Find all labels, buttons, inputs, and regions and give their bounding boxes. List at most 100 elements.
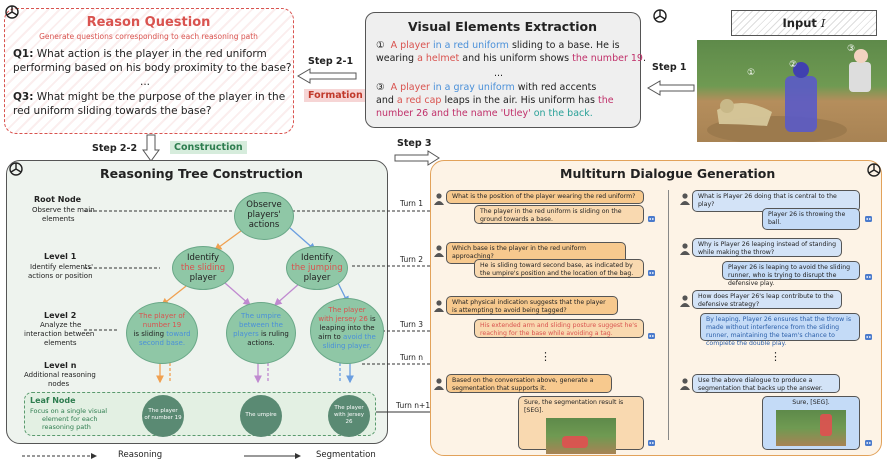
- leaf-node-box: [24, 392, 376, 436]
- n2-a: Identify: [300, 253, 334, 263]
- n1-c: player: [189, 273, 217, 283]
- step21-arrow-icon: [297, 68, 357, 84]
- e3-c1: number 26 and the name 'Utley': [376, 108, 531, 119]
- input-label: Input I: [732, 16, 876, 30]
- right-seg-thumb: [776, 410, 846, 446]
- turn-n-label: Turn n: [400, 353, 424, 362]
- n5-d-line: airn to avoid the: [311, 333, 383, 342]
- input-label-box: Input I: [731, 10, 877, 36]
- e1-b5: .: [642, 53, 646, 64]
- tree-title: Reasoning Tree Construction: [100, 166, 303, 181]
- e3-a3: with red accents: [514, 82, 597, 93]
- level1-node-jumping: Identify the jumping player: [286, 246, 348, 290]
- q-dots: ...: [140, 76, 151, 88]
- user-icon: [434, 245, 444, 257]
- visual-e1-line-b: wearing a helmet and his uniform shows t…: [376, 53, 646, 64]
- q1-label: Q1:: [13, 48, 34, 60]
- left-seg-thumb: [546, 418, 616, 454]
- n3-c2: toward: [164, 330, 191, 338]
- turn-3-label: Turn 3: [400, 320, 424, 329]
- leaf1-a: The player: [148, 408, 178, 414]
- n5-b2: is: [367, 315, 376, 323]
- input-marker-3: ③: [847, 44, 856, 54]
- e1-b2: a helmet: [417, 53, 460, 64]
- leaf-desc-b: element for each: [42, 415, 98, 423]
- visual-e3-line-c: number 26 and the name 'Utley' on the ba…: [376, 108, 593, 119]
- turn-n1-label: Turn n+1: [396, 401, 431, 410]
- n5-b: with jersey 26: [318, 315, 368, 323]
- right-q2-bubble: Why is Player 26 leaping instead of stan…: [692, 238, 842, 257]
- level2-node-umpire: The umpire between the players is ruling…: [226, 302, 296, 364]
- right-a4-text: Sure, [SEG].: [792, 399, 830, 406]
- visual-e3-line-a: ③ A player in a gray uniform with red ac…: [376, 82, 596, 93]
- leaf-node-player19: The player of number 19: [142, 395, 184, 437]
- right-a2-bubble: Player 26 is leaping to avoid the slidin…: [722, 261, 860, 287]
- right-a4-bubble: Sure, [SEG].: [762, 396, 860, 450]
- user-icon: [434, 300, 444, 312]
- visual-elements-box: Visual Elements Extraction ① A player in…: [365, 12, 646, 128]
- legend-reasoning: Reasoning: [118, 450, 163, 460]
- visual-e3-line-b: and a red cap leaps in the air. His unif…: [376, 95, 614, 106]
- bot-icon: [648, 440, 655, 446]
- e3-a2: in a gray uniform: [429, 82, 515, 93]
- right-dots: ⋮: [770, 350, 781, 363]
- openai-logo-icon: [652, 8, 668, 24]
- visual-dots: ...: [494, 68, 504, 79]
- left-q4-bubble: Based on the conversation above, generat…: [446, 374, 612, 393]
- n4-a: The umpire: [241, 312, 281, 320]
- n2-c: player: [303, 273, 331, 283]
- n3-c: is sliding: [133, 330, 165, 338]
- leaf3-a: The player: [334, 405, 364, 411]
- e3-b2: a red cap: [396, 95, 442, 106]
- bot-icon: [865, 440, 872, 446]
- root-desc-b: elements: [42, 215, 75, 223]
- level2-node-player26: The player with jersey 26 is leaping int…: [310, 298, 384, 364]
- bot-icon: [865, 216, 872, 222]
- formation-tag: Formation: [304, 89, 367, 102]
- construction-tag: Construction: [170, 141, 247, 154]
- step3-label: Step 3: [397, 138, 432, 149]
- left-q3-bubble: What physical indication suggests that t…: [446, 296, 618, 315]
- q3-label: Q3:: [13, 91, 34, 103]
- input-label-text: Input: [782, 16, 817, 30]
- right-q3-bubble: How does Player 26's leap contribute to …: [692, 290, 842, 309]
- left-seg-mask: [562, 436, 588, 448]
- q3-text-b: red uniform sliding towards the base?: [13, 105, 212, 117]
- right-q4-bubble: Use the above dialogue to produce a segm…: [692, 374, 840, 393]
- n3-c-line: is sliding toward: [127, 330, 197, 339]
- q1-text-b: performing based on his body proximity t…: [13, 62, 292, 74]
- turn-1-label: Turn 1: [400, 199, 424, 208]
- n1-b: the sliding: [180, 263, 226, 273]
- n3-b: number 19: [142, 321, 182, 329]
- l2-desc-c: elements: [44, 339, 77, 347]
- e3-b3: leaps in the air. His uniform has: [441, 95, 598, 106]
- n4-c: players: [233, 330, 259, 338]
- leaf3-c: 26: [345, 419, 353, 425]
- left-a3-bubble: His extended arm and sliding posture sug…: [474, 319, 644, 338]
- dialogue-title: Multiturn Dialogue Generation: [560, 166, 776, 181]
- n5-a: The player: [328, 306, 366, 314]
- e1-a3: sliding to a base. He is: [508, 40, 620, 51]
- left-dots: ⋮: [540, 350, 551, 363]
- e3-num: ③: [376, 82, 385, 93]
- q1-line-a: Q1: What action is the player in the red…: [13, 48, 267, 60]
- leaf-node-player26: The player with jersey 26: [328, 395, 370, 437]
- step22-arrow-icon: [142, 134, 160, 162]
- n3-a: The player of: [138, 312, 186, 320]
- openai-logo-icon: [4, 4, 20, 20]
- level1-node-sliding: Identify the sliding player: [172, 246, 234, 290]
- leaf3-b: with jersey: [333, 412, 365, 418]
- root-desc-a: Observe the main: [32, 206, 95, 214]
- root-node-c: actions: [248, 220, 280, 230]
- root-node-b: players': [247, 210, 281, 220]
- root-title: Root Node: [34, 195, 82, 204]
- reason-question-subtitle: Generate questions corresponding to each…: [39, 32, 258, 41]
- n5-d2: avoid the: [340, 333, 376, 341]
- step1-label: Step 1: [652, 62, 687, 73]
- user-icon: [434, 378, 444, 390]
- e3-b1: and: [376, 95, 397, 106]
- leaf-desc-c: reasoning path: [42, 423, 91, 431]
- leaf-title: Leaf Node: [30, 396, 76, 405]
- right-a1-bubble: Player 26 is throwing the ball.: [762, 208, 860, 230]
- right-seg-mask: [820, 414, 832, 436]
